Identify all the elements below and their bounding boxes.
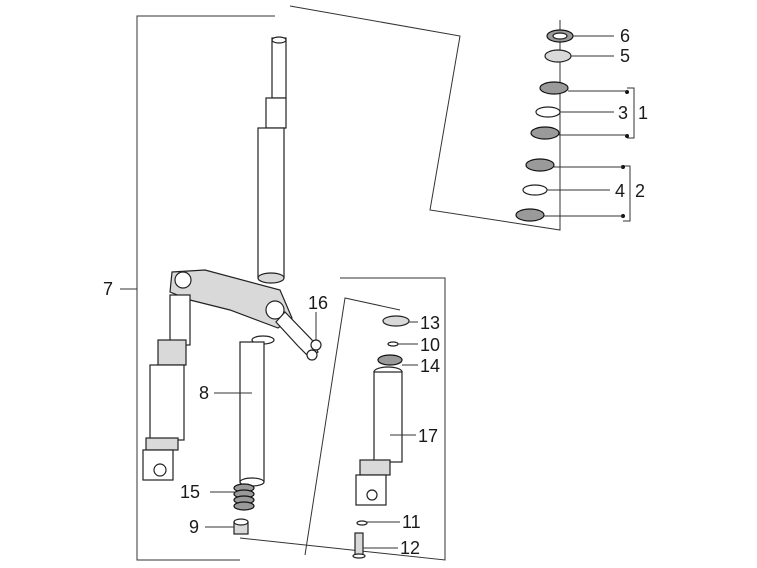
slider-bracket	[304, 297, 401, 556]
fork-tube-8	[239, 335, 275, 487]
label-5: 5	[620, 46, 630, 66]
fork-bracket	[239, 277, 446, 561]
label-2: 2	[635, 181, 645, 201]
label-10: 10	[420, 335, 440, 355]
left-fork-leg	[142, 294, 191, 481]
label-13: 13	[420, 313, 440, 333]
label-14: 14	[420, 356, 440, 376]
label-1: 1	[638, 103, 648, 123]
bushing-9	[233, 518, 249, 535]
bolt-12	[352, 532, 366, 559]
ring-10	[387, 341, 399, 347]
leader-lines	[205, 35, 627, 549]
label-6: 6	[620, 26, 630, 46]
ring-14	[377, 354, 403, 366]
slider-17	[355, 366, 403, 506]
label-15: 15	[180, 482, 200, 502]
fork-crown	[169, 269, 322, 361]
label-12: 12	[400, 538, 420, 558]
spring-15	[233, 483, 255, 511]
label-8: 8	[199, 383, 209, 403]
group-bracket-2	[623, 165, 631, 222]
group-bracket-1	[627, 87, 635, 139]
assembly-bracket-7	[136, 15, 275, 561]
washer-11	[356, 520, 368, 526]
stem-bracket	[289, 5, 561, 231]
seal-13	[382, 315, 410, 327]
label-4: 4	[615, 181, 625, 201]
label-16: 16	[308, 293, 328, 313]
label-7: 7	[103, 279, 113, 299]
label-11: 11	[402, 512, 421, 532]
label-17: 17	[418, 426, 438, 446]
headset-parts	[515, 29, 574, 222]
label-3: 3	[618, 103, 628, 123]
label-9: 9	[189, 517, 199, 537]
steering-stem	[257, 36, 287, 284]
